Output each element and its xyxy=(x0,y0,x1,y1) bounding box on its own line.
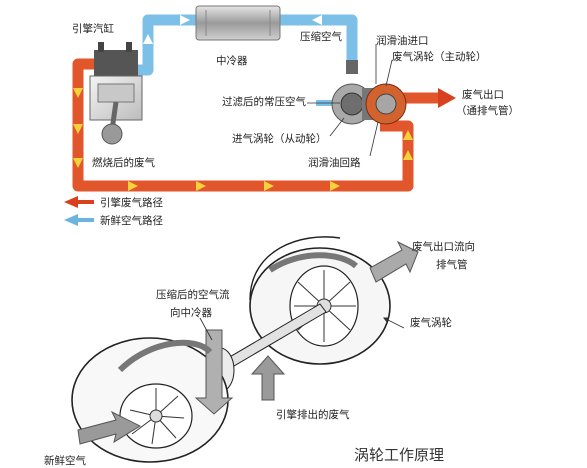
label-exhaust-pipe: 排气管 xyxy=(436,259,468,271)
turbo-cutaway xyxy=(71,236,419,463)
label-intercooler: 中冷器 xyxy=(216,55,248,67)
compressor-wheel xyxy=(129,388,185,445)
label-to-intercooler: 向中冷器 xyxy=(170,307,212,319)
engine-cylinder xyxy=(89,42,143,145)
exhaust-flow-arrows xyxy=(73,88,413,191)
exhaust-outlet-arrow xyxy=(438,88,456,108)
label-compressed-air: 压缩空气 xyxy=(300,31,342,43)
compressed-air-arrow xyxy=(194,329,234,415)
legend xyxy=(64,196,94,226)
label-engine-exhaust: 引擎排出的废气 xyxy=(276,409,350,421)
intercooler-core xyxy=(195,5,281,41)
label-oil-return: 润滑油回路 xyxy=(308,157,361,169)
legend-air-arrow xyxy=(64,214,94,226)
label-exhaust-outlet-to: 废气出口流向 xyxy=(412,241,475,253)
label-oil-inlet: 润滑油进口 xyxy=(376,35,429,47)
label-intake-turbine-driven: 进气涡轮（从动轮） xyxy=(232,133,327,145)
leader-lines xyxy=(307,44,393,157)
diagram-title: 涡轮工作原理 xyxy=(354,446,445,464)
fresh-air-arrow xyxy=(77,410,142,445)
legend-exhaust-label: 引擎废气路径 xyxy=(100,197,163,209)
exhaust-out-arrow xyxy=(369,240,419,283)
air-swirl-arrow xyxy=(117,339,213,373)
label-compressed-air-to: 压缩后的空气流 xyxy=(156,289,230,301)
fresh-air-pipe xyxy=(132,14,358,76)
air-flow-arrows xyxy=(143,15,322,44)
legend-exhaust-arrow xyxy=(64,196,94,208)
exhaust-pipe-loop xyxy=(72,58,414,192)
label-exhaust-turbine: 废气涡轮 xyxy=(410,317,452,329)
label-exhaust-outlet: 废气出口 xyxy=(462,89,504,101)
label-burned-exhaust: 燃烧后的废气 xyxy=(92,157,155,169)
label-exhaust-pipe-note: （通排气管） xyxy=(456,105,519,117)
legend-air-label: 新鲜空气路径 xyxy=(100,215,163,227)
flow-schematic xyxy=(72,5,456,192)
label-engine-cylinder: 引擎汽缸 xyxy=(72,23,114,35)
engine-exhaust-arrow xyxy=(250,355,286,401)
turbo-unit xyxy=(331,60,407,125)
label-filtered-air: 过滤后的常压空气 xyxy=(222,96,306,108)
label-exhaust-turbine-main: 废气涡轮（主动轮） xyxy=(392,51,487,63)
exhaust-swirl-arrow xyxy=(268,252,358,273)
label-fresh-air: 新鲜空气 xyxy=(44,455,86,467)
